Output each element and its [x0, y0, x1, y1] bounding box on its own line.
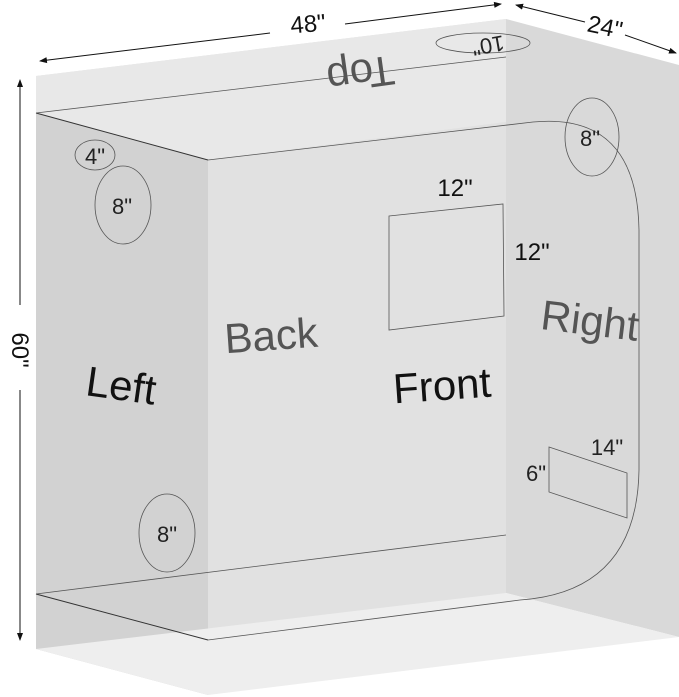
left-small-vent-circle — [74, 139, 116, 171]
front-face-label: Front — [391, 359, 492, 413]
top-face-label: Top — [324, 46, 398, 102]
left-lower-vent-circle — [138, 493, 196, 573]
depth-arrow-right — [624, 34, 677, 54]
left-small-vent-label: 4" — [85, 144, 105, 169]
left-face-label: Left — [83, 357, 159, 413]
left-lower-vent-label: 8" — [157, 522, 177, 547]
right-window-height-label: 6" — [526, 461, 546, 486]
front-window — [388, 203, 505, 331]
front-panel — [208, 122, 506, 640]
right-vent-circle — [564, 97, 620, 177]
left-upper-vent-circle — [94, 165, 152, 245]
depth-arrow-left — [515, 3, 586, 23]
edge — [35, 112, 209, 161]
window-width-label: 12" — [437, 175, 472, 202]
width-arrow-right — [344, 1, 502, 25]
top-vent-label: 10" — [470, 30, 506, 60]
right-window — [548, 446, 628, 519]
depth-label: 24" — [585, 11, 625, 45]
left-upper-vent-label: 8" — [112, 194, 132, 219]
edge — [35, 56, 507, 114]
edge — [35, 534, 507, 595]
top-panel — [36, 19, 506, 160]
door-zipper-outline — [207, 120, 640, 641]
back-face-label: Back — [223, 309, 320, 362]
height-label: 60" — [6, 332, 33, 367]
right-vent-label: 8" — [580, 126, 600, 151]
edge — [35, 593, 209, 641]
left-panel — [36, 113, 208, 695]
width-arrow-left — [39, 32, 271, 64]
top-vent-circle — [435, 32, 531, 54]
width-label: 48" — [289, 10, 326, 40]
floor-panel — [36, 593, 679, 695]
right-window-width-label: 14" — [591, 435, 623, 460]
window-height-label: 12" — [514, 239, 549, 266]
